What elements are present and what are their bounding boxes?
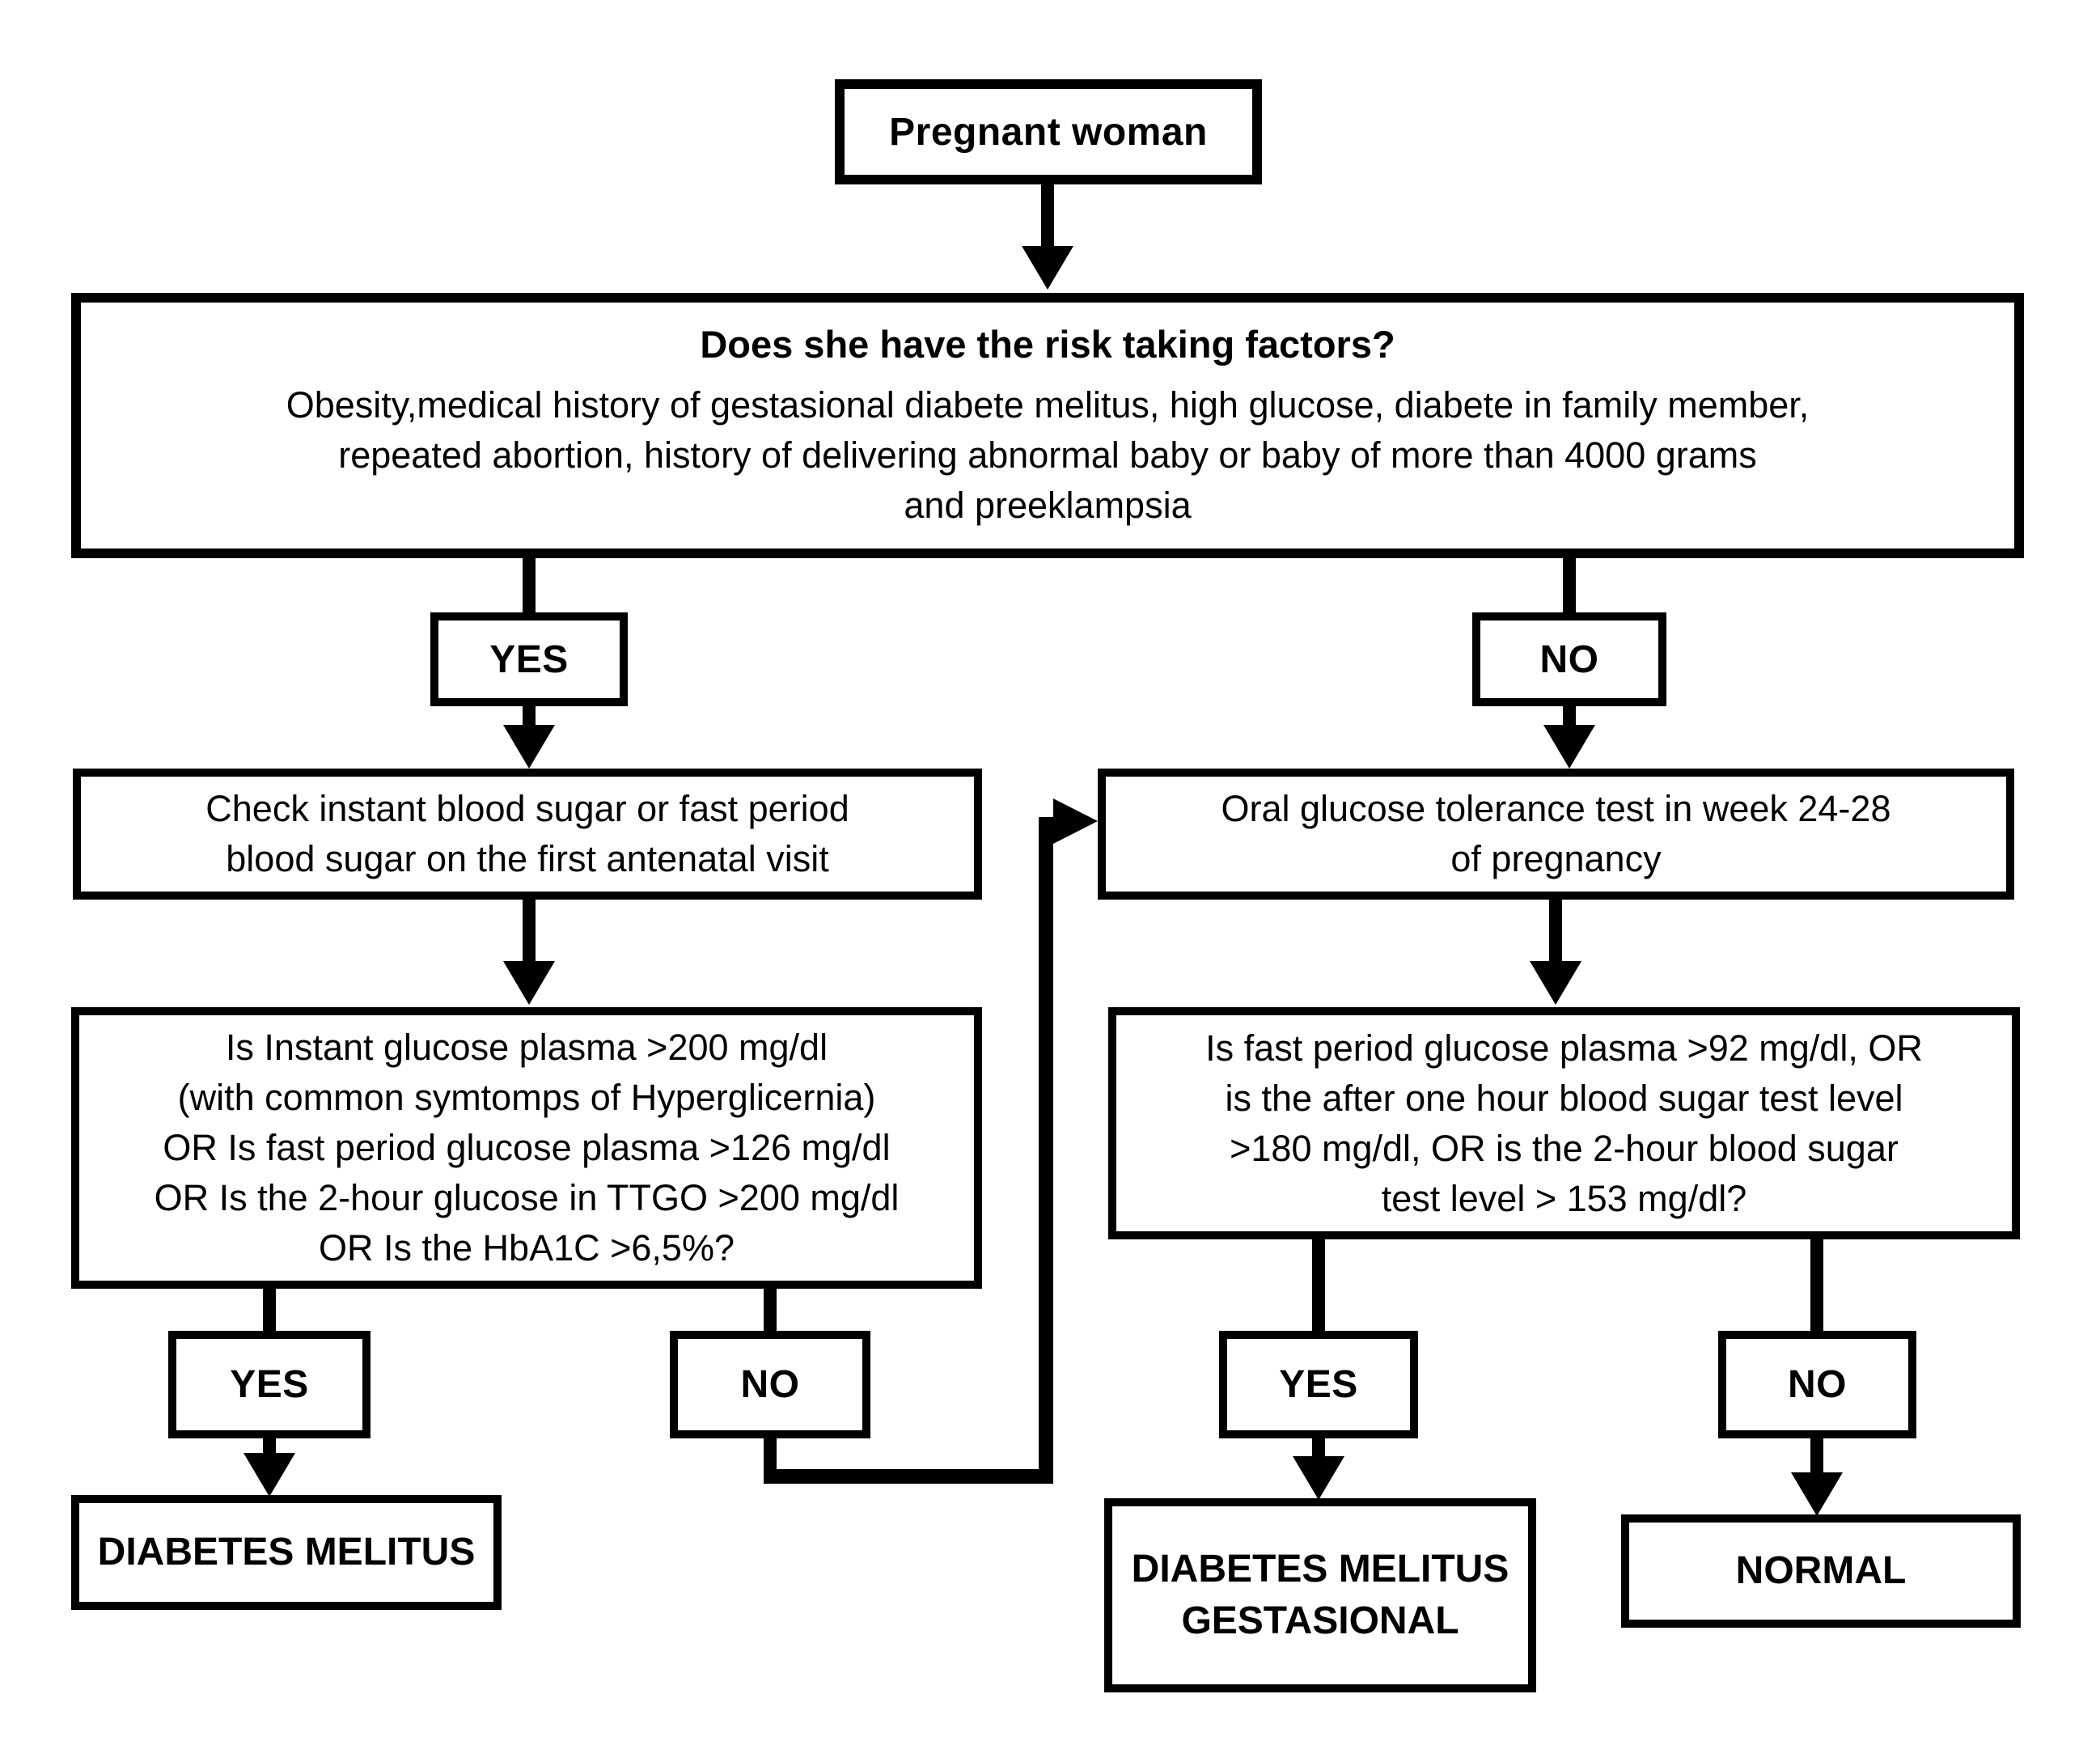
connector-right-decision-to-yes (1312, 1239, 1325, 1331)
node-diabetes-melitus: DIABETES MELITUS (71, 1495, 502, 1610)
node-check-blood-sugar: Check instant blood sugar or fast period… (73, 769, 982, 900)
connector-yes-to-check (523, 706, 536, 729)
node-risk-factors: Does she have the risk taking factors? O… (71, 293, 2024, 558)
node-yes-right: YES (1219, 1331, 1418, 1438)
arrowhead-yes-left-to-dm (243, 1453, 295, 1497)
node-no-left-label: NO (740, 1363, 800, 1406)
node-normal-label: NORMAL (1735, 1549, 1907, 1592)
node-no-risk: NO (1472, 612, 1666, 706)
arrowhead-check-to-left-decision (503, 961, 555, 1005)
node-left-decision: Is Instant glucose plasma >200 mg/dl (wi… (71, 1007, 982, 1289)
arrowhead-no-left-loop-to-oral (1053, 798, 1098, 844)
connector-no-left-loop-up (1039, 817, 1053, 1484)
connector-left-decision-to-no (764, 1289, 777, 1331)
node-no-risk-label: NO (1539, 637, 1599, 681)
node-yes-risk: YES (430, 612, 628, 706)
node-risk-factors-title: Does she have the risk taking factors? (700, 323, 1395, 366)
node-check-blood-sugar-label: Check instant blood sugar or fast period… (205, 788, 849, 879)
connector-oral-to-right-decision (1549, 900, 1562, 964)
node-right-decision-label: Is fast period glucose plasma >92 mg/dl,… (1205, 1027, 1923, 1219)
arrowhead-pregnant-to-risk (1022, 246, 1073, 290)
node-yes-left-label: YES (230, 1363, 309, 1406)
arrowhead-no-to-oral (1543, 725, 1595, 769)
node-right-decision: Is fast period glucose plasma >92 mg/dl,… (1108, 1007, 2020, 1239)
arrowhead-yes-to-check (503, 725, 555, 769)
connector-no-right-to-normal (1810, 1438, 1823, 1476)
connector-no-to-oral (1563, 706, 1576, 729)
node-left-decision-label: Is Instant glucose plasma >200 mg/dl (wi… (154, 1027, 900, 1269)
node-no-left: NO (670, 1331, 870, 1438)
connector-risk-to-no (1563, 558, 1576, 612)
arrowhead-no-right-to-normal (1791, 1472, 1843, 1516)
node-diabetes-melitus-gestasional: DIABETES MELITUS GESTASIONAL (1104, 1498, 1536, 1692)
connector-left-decision-to-yes (263, 1289, 276, 1331)
connector-check-to-left-decision (523, 900, 536, 964)
connector-risk-to-yes (523, 558, 536, 612)
node-oral-glucose-test-label: Oral glucose tolerance test in week 24-2… (1221, 788, 1891, 879)
arrowhead-yes-right-to-dmg (1293, 1456, 1344, 1500)
node-normal: NORMAL (1621, 1514, 2021, 1628)
node-pregnant-woman-label: Pregnant woman (889, 110, 1208, 154)
connector-yes-right-to-dmg (1312, 1438, 1325, 1459)
node-yes-risk-label: YES (489, 637, 569, 681)
node-no-right: NO (1718, 1331, 1916, 1438)
arrowhead-oral-to-right-decision (1530, 961, 1581, 1005)
node-pregnant-woman: Pregnant woman (835, 79, 1262, 184)
connector-pregnant-to-risk (1041, 183, 1054, 251)
connector-right-decision-to-no (1810, 1239, 1823, 1331)
node-yes-right-label: YES (1279, 1363, 1358, 1406)
node-diabetes-melitus-label: DIABETES MELITUS (97, 1531, 476, 1573)
node-yes-left: YES (168, 1331, 370, 1438)
node-diabetes-melitus-gestasional-label: DIABETES MELITUS GESTASIONAL (1131, 1548, 1509, 1642)
node-risk-factors-body: Obesity,medical history of gestasional d… (286, 384, 1810, 526)
node-no-right-label: NO (1788, 1363, 1847, 1406)
node-oral-glucose-test: Oral glucose tolerance test in week 24-2… (1098, 769, 2014, 900)
connector-no-left-loop-across (764, 1469, 1053, 1484)
